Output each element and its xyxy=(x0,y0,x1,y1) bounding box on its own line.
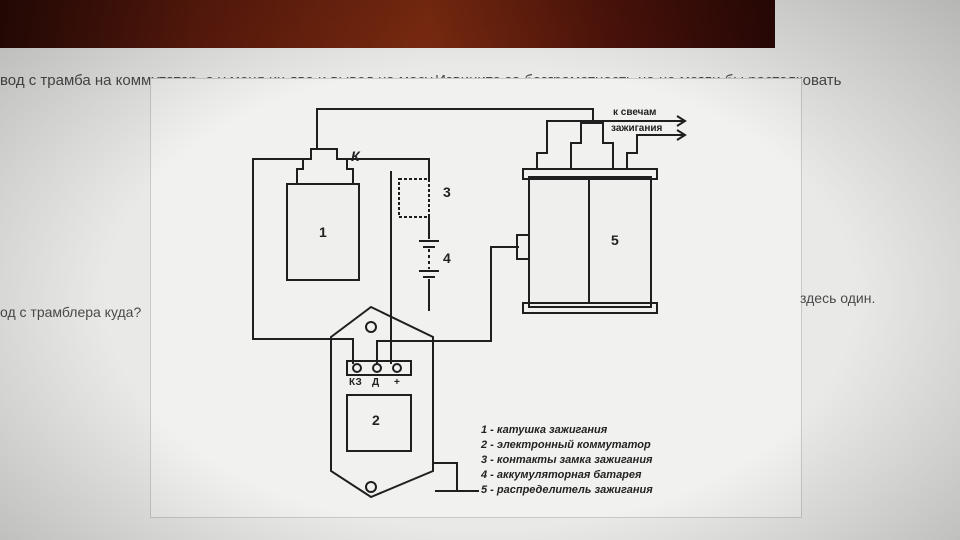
terminal-d-label: Д xyxy=(372,377,379,388)
mount-hole-bottom xyxy=(365,481,377,493)
distributor-lead-2 xyxy=(626,143,638,169)
legend: 1 - катушка зажигания 2 - электронный ко… xyxy=(480,424,653,496)
legend-item-2: 2 - электронный коммутатор xyxy=(480,439,651,451)
label-k: К xyxy=(351,148,361,164)
distributor-lead-1 xyxy=(536,143,548,169)
distributor-center xyxy=(570,122,614,169)
photo-background xyxy=(0,0,775,48)
coil-cap xyxy=(296,148,354,184)
legend-item-3: 3 - контакты замка зажигания xyxy=(481,454,653,466)
wire-d-sensor xyxy=(376,246,519,364)
post-text-line-2: од с трамблера куда? xyxy=(0,304,142,320)
ignition-diagram: К 1 2 3 4 5 к свечам зажигания КЗ Д + 1 … xyxy=(150,78,802,518)
mount-hole-top xyxy=(365,321,377,333)
wire-ground xyxy=(433,462,458,491)
label-3: 3 xyxy=(443,184,451,200)
legend-item-4: 4 - аккумуляторная батарея xyxy=(480,469,642,481)
distributor-sensor xyxy=(516,234,530,260)
terminal-plus xyxy=(392,363,402,373)
wire-coil-kz xyxy=(252,158,354,364)
terminal-kz-label: КЗ xyxy=(349,377,362,388)
arrow-2 xyxy=(676,129,687,141)
commutator-body xyxy=(330,305,434,499)
wires xyxy=(252,108,687,499)
terminal-kz xyxy=(352,363,362,373)
post-text-line-3: здесь один. xyxy=(800,290,876,306)
switch-box xyxy=(398,178,430,218)
coil-body xyxy=(286,183,360,281)
terminal-plus-label: + xyxy=(394,377,400,388)
plugs-label-2: зажигания xyxy=(611,123,663,134)
diagram-svg: К 1 2 3 4 5 к свечам зажигания КЗ Д + 1 … xyxy=(252,107,687,499)
label-1: 1 xyxy=(319,224,327,240)
terminal-d xyxy=(372,363,382,373)
wire-coil-distributor xyxy=(316,108,594,149)
plugs-label-1: к свечам xyxy=(613,107,656,118)
terminal-block xyxy=(346,360,412,376)
legend-item-5: 5 - распределитель зажигания xyxy=(481,484,653,496)
legend-item-1: 1 - катушка зажигания xyxy=(481,424,608,436)
label-2: 2 xyxy=(372,412,380,428)
label-4: 4 xyxy=(443,250,451,266)
wire-to-plugs-1 xyxy=(546,120,683,143)
label-5: 5 xyxy=(611,232,619,248)
arrow-1 xyxy=(676,115,687,127)
wire-to-plugs-2 xyxy=(636,134,683,143)
wire-k-switch xyxy=(337,158,430,179)
commutator-label-box xyxy=(346,394,412,452)
